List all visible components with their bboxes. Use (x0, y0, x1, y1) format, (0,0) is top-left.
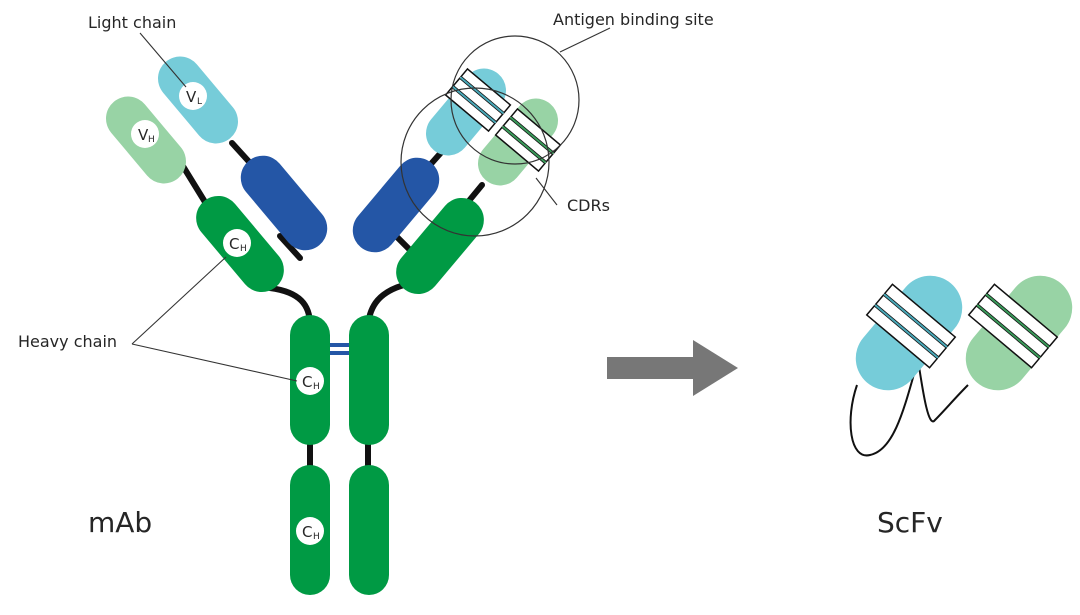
scfv (849, 275, 1073, 457)
hinge-linkers (178, 140, 485, 473)
disulfide-bond (330, 343, 349, 347)
label-ch2: C H (296, 367, 324, 395)
fc-region (290, 315, 389, 595)
cdr-gap (883, 293, 948, 348)
heavy-chain-label: Heavy chain (18, 332, 117, 351)
leader-heavy-chain-fc (131, 343, 298, 382)
svg-text:V: V (138, 126, 149, 144)
cdr-gap (985, 293, 1050, 348)
disulfide-bond (330, 351, 349, 355)
leader-cdrs (535, 177, 558, 206)
right-light-constant-domain (352, 157, 440, 253)
label-ch-arm: C H (223, 229, 251, 257)
antigen-binding-circle-inner (400, 87, 550, 237)
cdr-gap (459, 76, 504, 115)
cdr-gap (874, 304, 939, 359)
leader-heavy-chain-arm (131, 256, 227, 345)
svg-text:H: H (313, 532, 320, 542)
leader-antigen-binding-site (559, 27, 611, 53)
label-vh: V H (131, 120, 159, 148)
svg-text:C: C (302, 373, 312, 391)
antigen-binding-site-label: Antigen binding site (553, 10, 714, 29)
leader-lines (131, 27, 611, 382)
arrow-shaft (607, 357, 695, 379)
right-fab (352, 67, 562, 295)
label-vl: V L (179, 82, 207, 110)
leader-light-chain (139, 32, 187, 88)
antigen-binding-circles (400, 35, 580, 237)
svg-text:V: V (186, 88, 197, 106)
linker-cl-ch-right (393, 233, 413, 253)
domain-labels: V L V H C H C H C H (131, 82, 324, 545)
svg-text:L: L (197, 97, 202, 107)
scfv-heavy-cdrs (967, 283, 1059, 369)
linker-vh-ch-left (178, 160, 208, 205)
cdr-gap (502, 125, 547, 164)
svg-text:H: H (240, 244, 247, 254)
mab-label: mAb (88, 506, 152, 539)
left-light-constant-domain (240, 155, 328, 251)
cdr-gap (976, 304, 1041, 359)
scfv-label: ScFv (877, 506, 943, 539)
label-ch3: C H (296, 517, 324, 545)
right-heavy-constant-domain (396, 197, 484, 295)
svg-text:C: C (302, 523, 312, 541)
svg-text:C: C (229, 235, 239, 253)
arrow-head (693, 340, 738, 396)
conversion-arrow (607, 340, 738, 396)
svg-text:H: H (313, 382, 320, 392)
cdr-gap (509, 116, 554, 155)
right-ch3-domain (349, 465, 389, 595)
scfv-light-cdrs (865, 283, 957, 369)
linker-vh-ch-right (465, 182, 485, 205)
right-ch2-domain (349, 315, 389, 445)
svg-text:H: H (148, 135, 155, 145)
left-fab (106, 56, 328, 293)
linker-cl-ch-left (277, 233, 303, 261)
light-chain-label: Light chain (88, 13, 176, 32)
antigen-binding-circle-outer (450, 35, 580, 165)
cdrs-label: CDRs (567, 196, 610, 215)
right-light-cdrs (444, 67, 512, 133)
cdr-gap (452, 85, 497, 124)
